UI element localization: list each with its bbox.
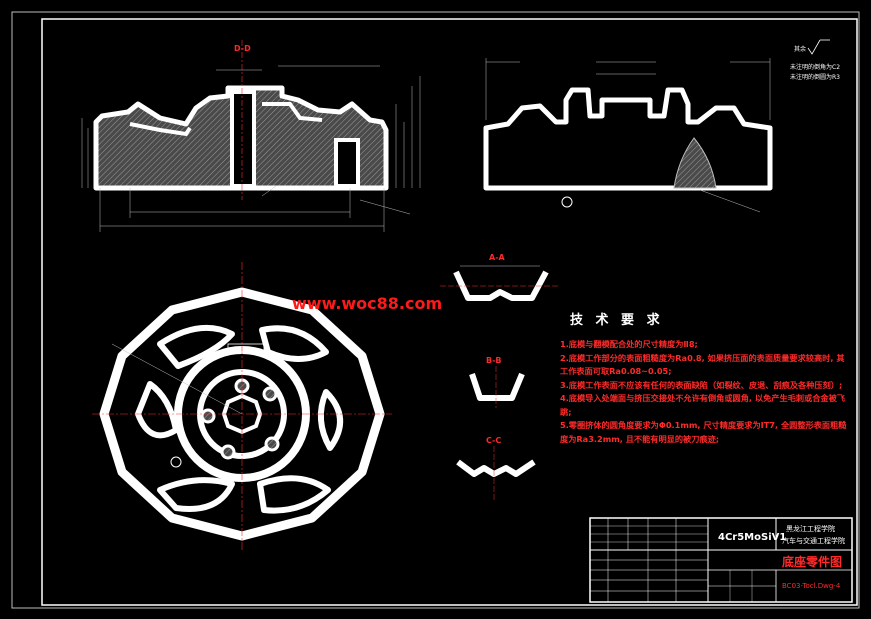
tech-requirement-item: 1.底模与翻模配合处的尺寸精度为Ⅱ8; bbox=[560, 339, 698, 349]
title-block-faculty: 汽车与交通工程学院 bbox=[782, 537, 845, 545]
tech-requirement-item: 4.底模导入处端面与挤压交接处不允许有倒角或圆角, 以免产生毛刺或合金被飞跳; bbox=[560, 393, 845, 417]
plan-view bbox=[92, 262, 392, 552]
section-title-aa: A-A bbox=[489, 253, 505, 262]
spoke-window bbox=[317, 389, 344, 451]
watermark-text: www.woc88.com bbox=[292, 294, 443, 313]
bolt-hole bbox=[264, 436, 280, 452]
dd-center-bore bbox=[230, 90, 256, 188]
roughness-symbol bbox=[807, 39, 830, 55]
title-block-drawing-no: BC03-Tocl.Dwg-4 bbox=[782, 582, 841, 590]
bolt-hole bbox=[220, 444, 236, 460]
spoke-window bbox=[157, 325, 235, 369]
plan-balloon bbox=[170, 456, 182, 468]
dd-inner-contour-left bbox=[129, 122, 192, 137]
spoke-window bbox=[135, 381, 179, 439]
bolt-hole bbox=[262, 386, 278, 402]
sheet-inner-border bbox=[41, 18, 858, 606]
title-block bbox=[589, 517, 853, 603]
side-body-outline bbox=[483, 87, 773, 191]
title-block-material: 4Cr5MoSiV1 bbox=[718, 532, 787, 543]
tech-requirements-title: 技 术 要 求 bbox=[570, 313, 664, 328]
section-view-cc bbox=[456, 446, 536, 500]
bolt-hole bbox=[200, 408, 216, 424]
section-title-bb: B-B bbox=[486, 356, 502, 365]
tech-requirements-list: 1.底模与翻模配合处的尺寸精度为Ⅱ8; 2.底模工作部分的表面粗糙度为Ra0.8… bbox=[560, 338, 850, 446]
spoke-window bbox=[259, 325, 329, 362]
chamfer-note: 未注明的倒角为C2 bbox=[790, 64, 841, 71]
section-view-aa bbox=[440, 265, 560, 301]
section-title-cc: C-C bbox=[486, 436, 502, 445]
tech-requirement-item: 2.底模工作部分的表面粗糙度为Ra0.8, 如果挤压面的表面质量要求较高时, 其… bbox=[560, 352, 845, 377]
fillet-note: 未注明的倒圆为R3 bbox=[790, 74, 840, 81]
section-view-dd bbox=[81, 40, 421, 232]
tech-requirement-item: 5.零圈挤体的圆角度要求为Φ0.1mm, 尺寸精度要求为IT7, 全圆整形表面粗… bbox=[560, 420, 847, 444]
title-block-drawing-name: 底座零件图 bbox=[782, 555, 843, 569]
title-block-school: 黑龙江工程学院 bbox=[786, 525, 835, 533]
dd-inner-contour-right bbox=[262, 102, 323, 122]
tech-requirement-item: 3.底模工作表面不应该有任何的表面缺陷（如裂纹、皮退、刮痕及各种压刻）; bbox=[560, 379, 843, 390]
spoke-window bbox=[157, 477, 235, 512]
dd-side-pocket bbox=[334, 138, 360, 188]
roughness-note-label: 其余 bbox=[794, 46, 807, 53]
section-cut-line bbox=[111, 343, 243, 415]
sheet-outer-border bbox=[11, 11, 860, 609]
side-view bbox=[483, 58, 773, 213]
gd-and-t-frame bbox=[227, 343, 265, 353]
section-title-dd: D-D bbox=[234, 44, 251, 53]
side-balloon bbox=[561, 196, 573, 208]
side-local-section bbox=[673, 137, 717, 189]
section-view-bb bbox=[469, 366, 525, 408]
spoke-window bbox=[257, 475, 331, 514]
